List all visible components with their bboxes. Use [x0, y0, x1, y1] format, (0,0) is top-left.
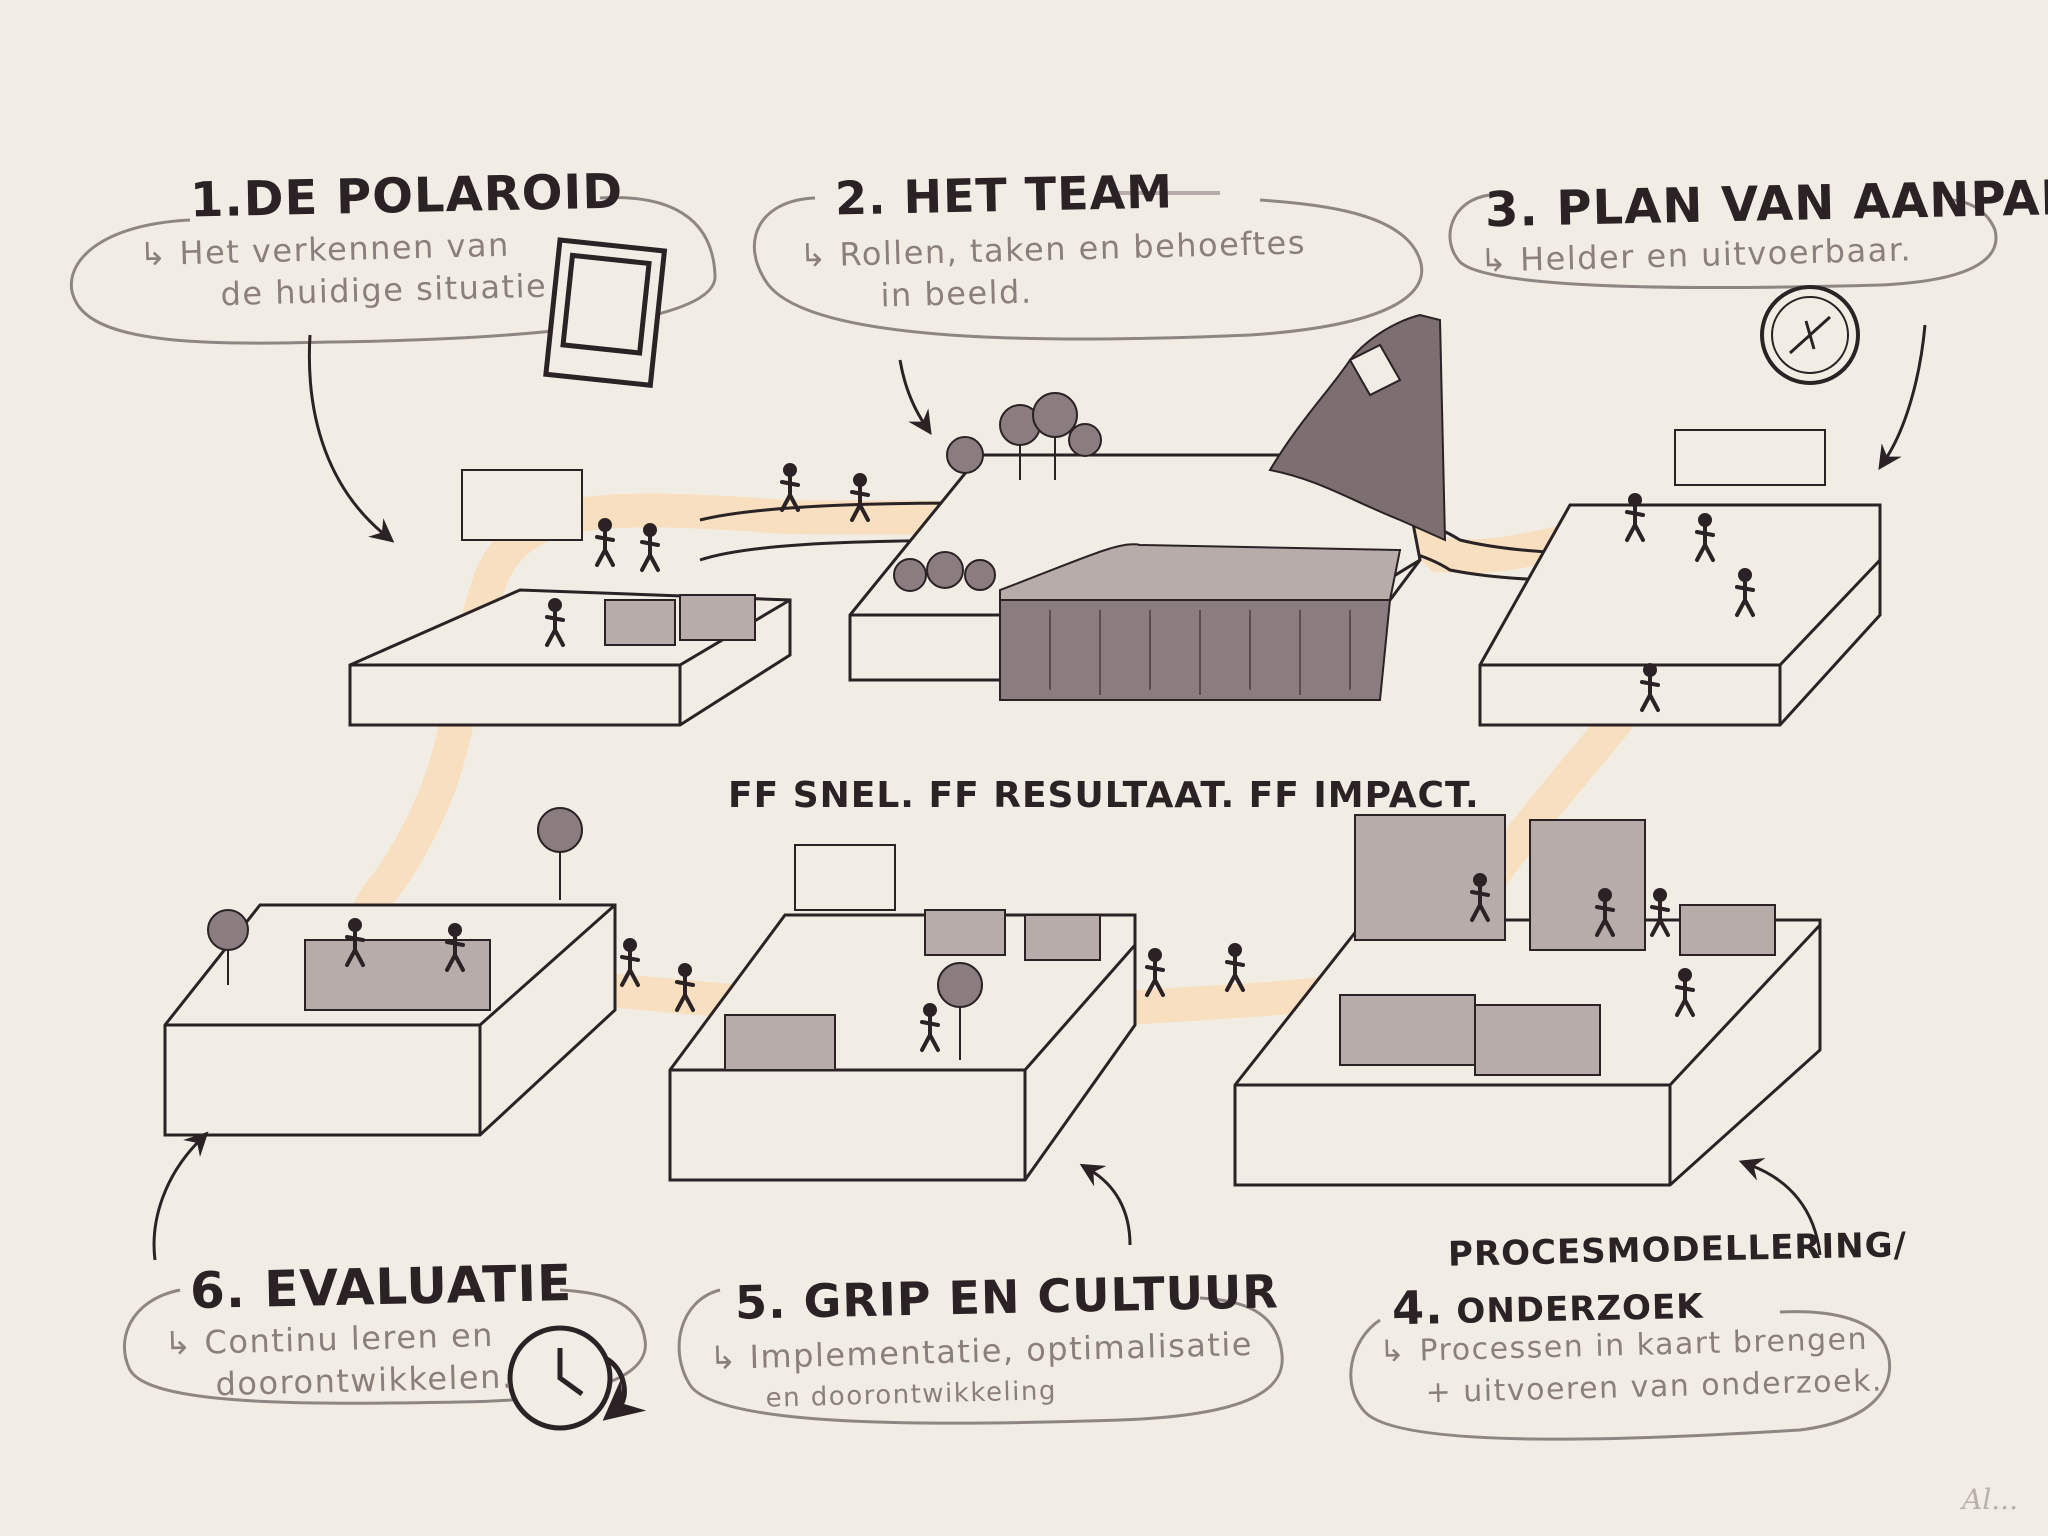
clock-icon — [510, 1328, 624, 1428]
return-arrow-icon: ↳ — [164, 1322, 205, 1365]
step-6-title: 6. EVALUATIE — [189, 1254, 572, 1320]
return-arrow-icon: ↳ — [799, 234, 840, 277]
step-1-description: ↳Het verkennen van de huidige situatie — [139, 223, 548, 318]
polaroid-icon — [546, 240, 665, 385]
return-arrow-icon: ↳ — [709, 1336, 750, 1379]
return-arrow-icon: ↳ — [139, 232, 180, 275]
step-4-description: ↳Processen in kaart brengen + uitvoeren … — [1379, 1318, 1883, 1415]
slogan: FF SNEL. FF RESULTAAT. FF IMPACT. — [728, 775, 1480, 816]
step-2-description: ↳Rollen, taken en behoeftes in beeld. — [799, 221, 1307, 318]
step-2-title: 2. HET TEAM — [834, 164, 1173, 225]
step-5-title: 5. GRIP EN CULTUUR — [734, 1264, 1279, 1329]
arrow-step-1 — [309, 335, 385, 535]
step-6-description: ↳Continu leren en doorontwikkelen. — [164, 1313, 514, 1406]
arrow-step-3 — [1885, 325, 1925, 460]
step-3-title: 3. PLAN VAN AANPAK — [1484, 170, 2048, 238]
arrow-step-5 — [1090, 1170, 1130, 1245]
return-arrow-icon: ↳ — [1379, 1331, 1420, 1374]
step-5-description: ↳Implementatie, optimalisatie en dooront… — [709, 1323, 1255, 1421]
arrow-step-6 — [154, 1140, 200, 1260]
compass-icon — [1762, 287, 1858, 383]
arrow-step-2 — [900, 360, 925, 425]
artist-signature: Al... — [1962, 1483, 2018, 1516]
return-arrow-icon: ↳ — [1480, 239, 1521, 282]
lake — [1000, 544, 1400, 700]
step-1-title: 1.DE POLAROID — [189, 163, 623, 228]
